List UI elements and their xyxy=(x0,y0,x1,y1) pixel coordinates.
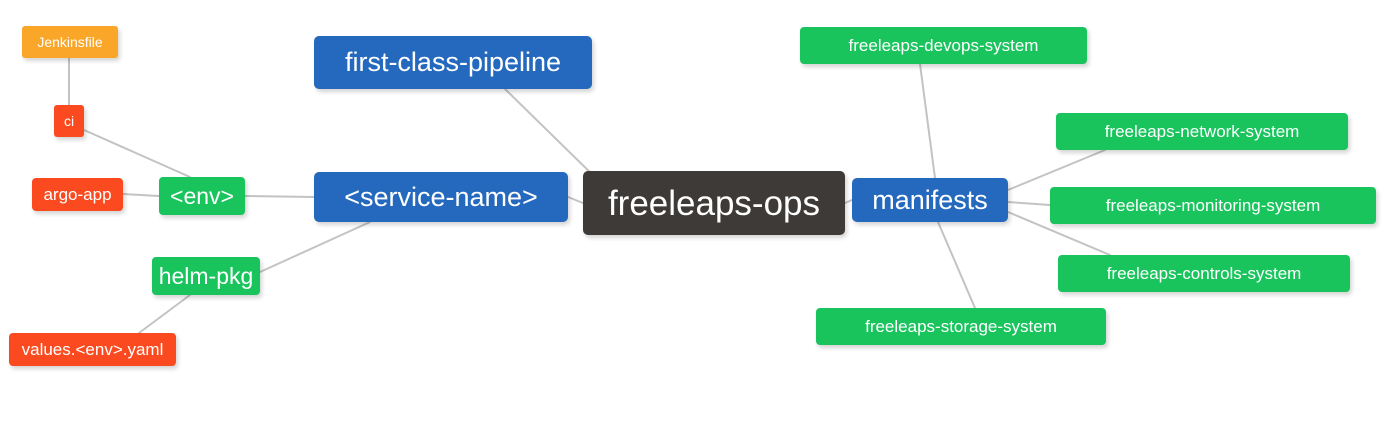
edge-freeleaps-ops-to-manifests xyxy=(844,199,853,204)
mindmap-node-freeleaps-controls-system[interactable]: freeleaps-controls-system xyxy=(1058,255,1350,292)
node-label-manifests: manifests xyxy=(872,184,988,215)
node-label-ci: ci xyxy=(63,113,75,129)
mindmap-node-values-env-yaml[interactable]: values.<env>.yaml xyxy=(9,333,176,366)
node-label-service-name: <service-name> xyxy=(344,181,538,212)
node-label-freeleaps-controls-system: freeleaps-controls-system xyxy=(1106,264,1302,283)
mindmap-node-env[interactable]: <env> xyxy=(159,177,245,215)
node-label-first-class-pipeline: first-class-pipeline xyxy=(344,47,562,77)
node-label-values-env-yaml: values.<env>.yaml xyxy=(21,340,164,359)
mindmap-node-first-class-pipeline[interactable]: first-class-pipeline xyxy=(314,36,592,89)
mindmap-node-freeleaps-devops-system[interactable]: freeleaps-devops-system xyxy=(800,27,1087,64)
mindmap-node-service-name[interactable]: <service-name> xyxy=(314,172,568,222)
mindmap-node-freeleaps-storage-system[interactable]: freeleaps-storage-system xyxy=(816,308,1106,345)
mindmap-node-jenkinsfile[interactable]: Jenkinsfile xyxy=(22,26,118,58)
node-label-freeleaps-devops-system: freeleaps-devops-system xyxy=(848,36,1039,55)
node-label-helm-pkg: helm-pkg xyxy=(158,262,254,289)
node-label-freeleaps-storage-system: freeleaps-storage-system xyxy=(865,317,1057,336)
node-label-argo-app: argo-app xyxy=(43,185,112,204)
edge-service-name-to-helm-pkg xyxy=(259,221,371,273)
node-label-jenkinsfile: Jenkinsfile xyxy=(37,34,103,50)
mindmap-node-freeleaps-ops[interactable]: freeleaps-ops xyxy=(583,171,845,235)
node-label-freeleaps-ops: freeleaps-ops xyxy=(607,183,821,223)
mindmap-node-ci[interactable]: ci xyxy=(54,105,84,137)
mindmap-node-freeleaps-monitoring-system[interactable]: freeleaps-monitoring-system xyxy=(1050,187,1376,224)
edge-manifests-to-freeleaps-network-system xyxy=(1007,149,1106,191)
node-label-freeleaps-network-system: freeleaps-network-system xyxy=(1104,122,1300,141)
edge-manifests-to-freeleaps-storage-system xyxy=(937,221,976,309)
mindmap-node-argo-app[interactable]: argo-app xyxy=(32,178,123,211)
node-label-freeleaps-monitoring-system: freeleaps-monitoring-system xyxy=(1105,196,1321,215)
edge-freeleaps-ops-to-service-name xyxy=(567,196,584,204)
edge-env-to-argo-app xyxy=(122,193,160,197)
edge-service-name-to-env xyxy=(244,195,315,198)
edge-manifests-to-freeleaps-devops-system xyxy=(919,63,936,179)
mindmap-node-manifests[interactable]: manifests xyxy=(852,178,1008,222)
edge-helm-pkg-to-values-env-yaml xyxy=(138,294,191,334)
node-label-env: <env> xyxy=(170,182,234,209)
mindmap-node-helm-pkg[interactable]: helm-pkg xyxy=(152,257,260,295)
edge-freeleaps-ops-to-first-class-pipeline xyxy=(504,88,599,181)
mindmap-node-freeleaps-network-system[interactable]: freeleaps-network-system xyxy=(1056,113,1348,150)
edge-env-to-ci xyxy=(83,129,191,178)
edge-manifests-to-freeleaps-monitoring-system xyxy=(1007,201,1051,206)
